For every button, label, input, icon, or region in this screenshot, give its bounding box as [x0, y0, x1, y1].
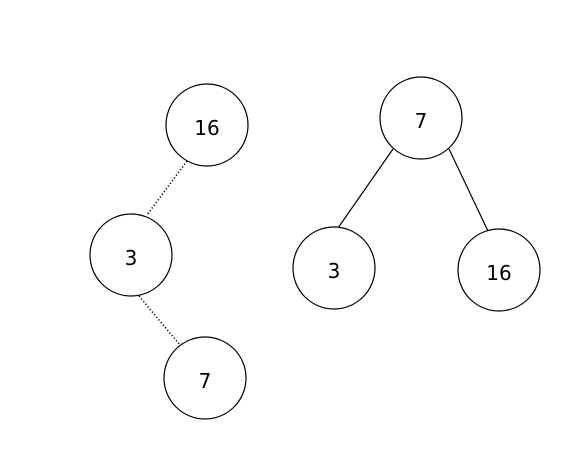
left-node-16: 16 [165, 83, 249, 167]
left-node-7: 7 [163, 336, 247, 420]
right-node-16-circle [457, 228, 541, 312]
right-node-3: 3 [292, 226, 376, 310]
left-node-7-circle [163, 336, 247, 420]
left-node-16-label: 16 [194, 116, 219, 140]
left-node-3: 3 [89, 213, 173, 297]
right-node-16: 16 [457, 228, 541, 312]
right-node-7: 7 [379, 76, 463, 160]
left-node-16-circle [165, 83, 249, 167]
left-edge-3-to-7 [138, 295, 181, 346]
right-tree: 7 3 16 [292, 76, 541, 312]
right-node-7-label: 7 [415, 109, 428, 133]
right-edge-7-to-16 [448, 148, 489, 232]
right-edge-7-to-3 [337, 148, 394, 229]
left-tree: 16 3 7 [89, 83, 249, 420]
left-node-7-label: 7 [199, 369, 212, 393]
right-node-3-circle [292, 226, 376, 310]
right-node-7-circle [379, 76, 463, 160]
right-node-16-label: 16 [486, 261, 511, 285]
left-edge-16-to-3 [146, 160, 188, 216]
left-node-3-label: 3 [125, 246, 138, 270]
left-node-3-circle [89, 213, 173, 297]
right-node-3-label: 3 [328, 259, 341, 283]
